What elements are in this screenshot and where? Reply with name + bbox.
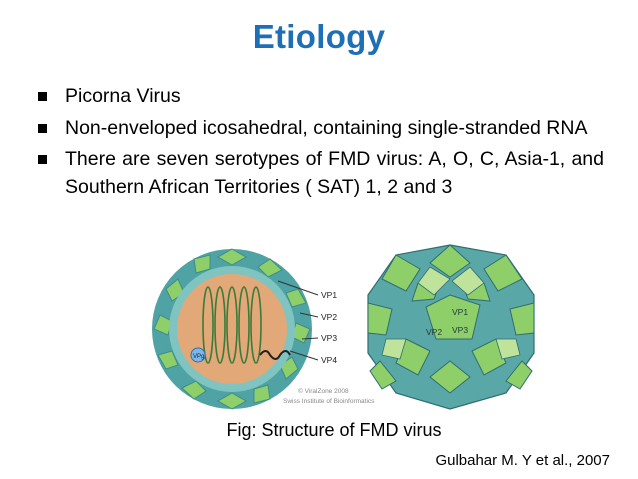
capsid-vp3-label: VP3 [452, 325, 468, 335]
capsid-vp1-label: VP1 [452, 307, 468, 317]
bullet-text: There are seven serotypes of FMD virus: … [65, 148, 604, 198]
vp-label-pointers [277, 280, 319, 361]
bullet-item: There are seven serotypes of FMD virus: … [38, 146, 604, 201]
watermark-line-2: Swiss Institute of Bioinformatics [283, 398, 375, 405]
vp2-label: VP2 [321, 312, 337, 322]
watermark-line-1: © ViralZone 2008 [298, 387, 349, 395]
square-bullet-icon [38, 155, 47, 164]
vp3-label: VP3 [321, 333, 337, 343]
figure-caption: Fig: Structure of FMD virus [226, 420, 442, 440]
vpg-label: VPg [193, 354, 204, 360]
virus-capsid-surface: VP1 VP2 VP3 [367, 244, 535, 410]
virus-structure-figure: VPg VP1 VP2 VP3 VP4 © ViralZone 2008 Swi… [152, 244, 535, 410]
bullet-text: Picorna Virus [65, 85, 181, 107]
slide-title: Etiology [252, 18, 386, 55]
virus-cross-section: VPg [152, 248, 312, 410]
citation-credit: Gulbahar M. Y et al., 2007 [435, 452, 610, 469]
vp4-label: VP4 [321, 355, 337, 365]
capsid-vp2-label: VP2 [426, 327, 442, 337]
bullet-list: Picorna Virus Non-enveloped icosahedral,… [38, 83, 604, 205]
bullet-item: Non-enveloped icosahedral, containing si… [38, 115, 604, 143]
bullet-text: Non-enveloped icosahedral, containing si… [65, 116, 588, 139]
square-bullet-icon [38, 123, 47, 133]
bullet-item: Picorna Virus [38, 83, 604, 111]
vp1-label: VP1 [321, 290, 337, 300]
square-bullet-icon [38, 92, 47, 101]
